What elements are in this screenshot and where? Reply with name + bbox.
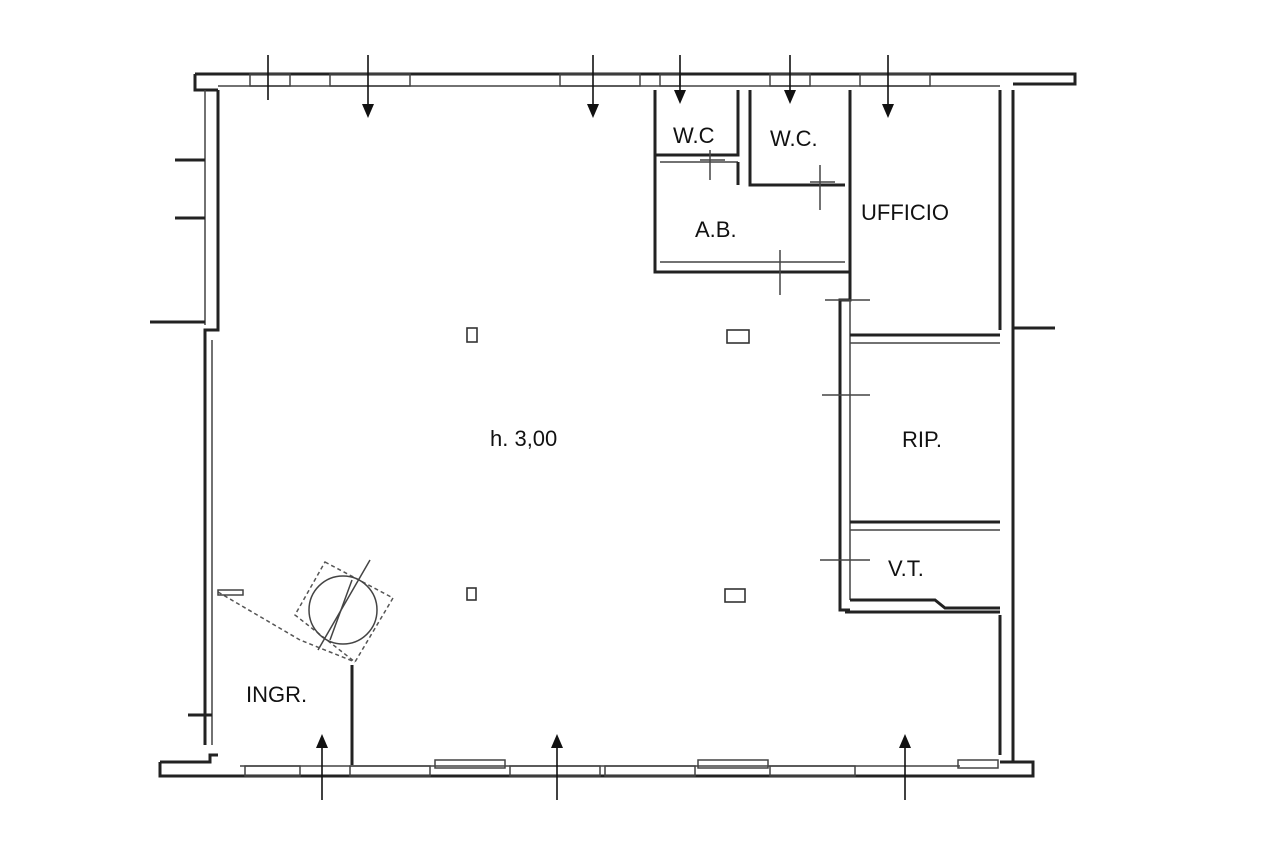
bottom-windows [244, 759, 999, 777]
label-wc2: W.C. [770, 126, 818, 151]
pillar [724, 588, 746, 603]
top-windows [249, 73, 931, 87]
pillar [466, 587, 477, 601]
label-ab: A.B. [695, 217, 737, 242]
right-rooms [820, 90, 1000, 614]
wc1-room [653, 90, 850, 274]
outer-walls [150, 72, 1077, 778]
label-ingr: INGR. [246, 682, 307, 707]
wc2-room [736, 90, 845, 210]
pillar [466, 327, 478, 343]
top-arrows [267, 55, 894, 118]
label-vt: V.T. [888, 556, 924, 581]
label-wc1: W.C [673, 123, 715, 148]
pillar [726, 329, 750, 344]
pillars [466, 327, 750, 603]
bottom-arrows [316, 734, 911, 800]
revolving-door [217, 559, 395, 765]
label-main-height: h. 3,00 [490, 426, 557, 451]
ab-room [660, 250, 845, 295]
label-ufficio: UFFICIO [861, 200, 949, 225]
label-rip: RIP. [902, 427, 942, 452]
